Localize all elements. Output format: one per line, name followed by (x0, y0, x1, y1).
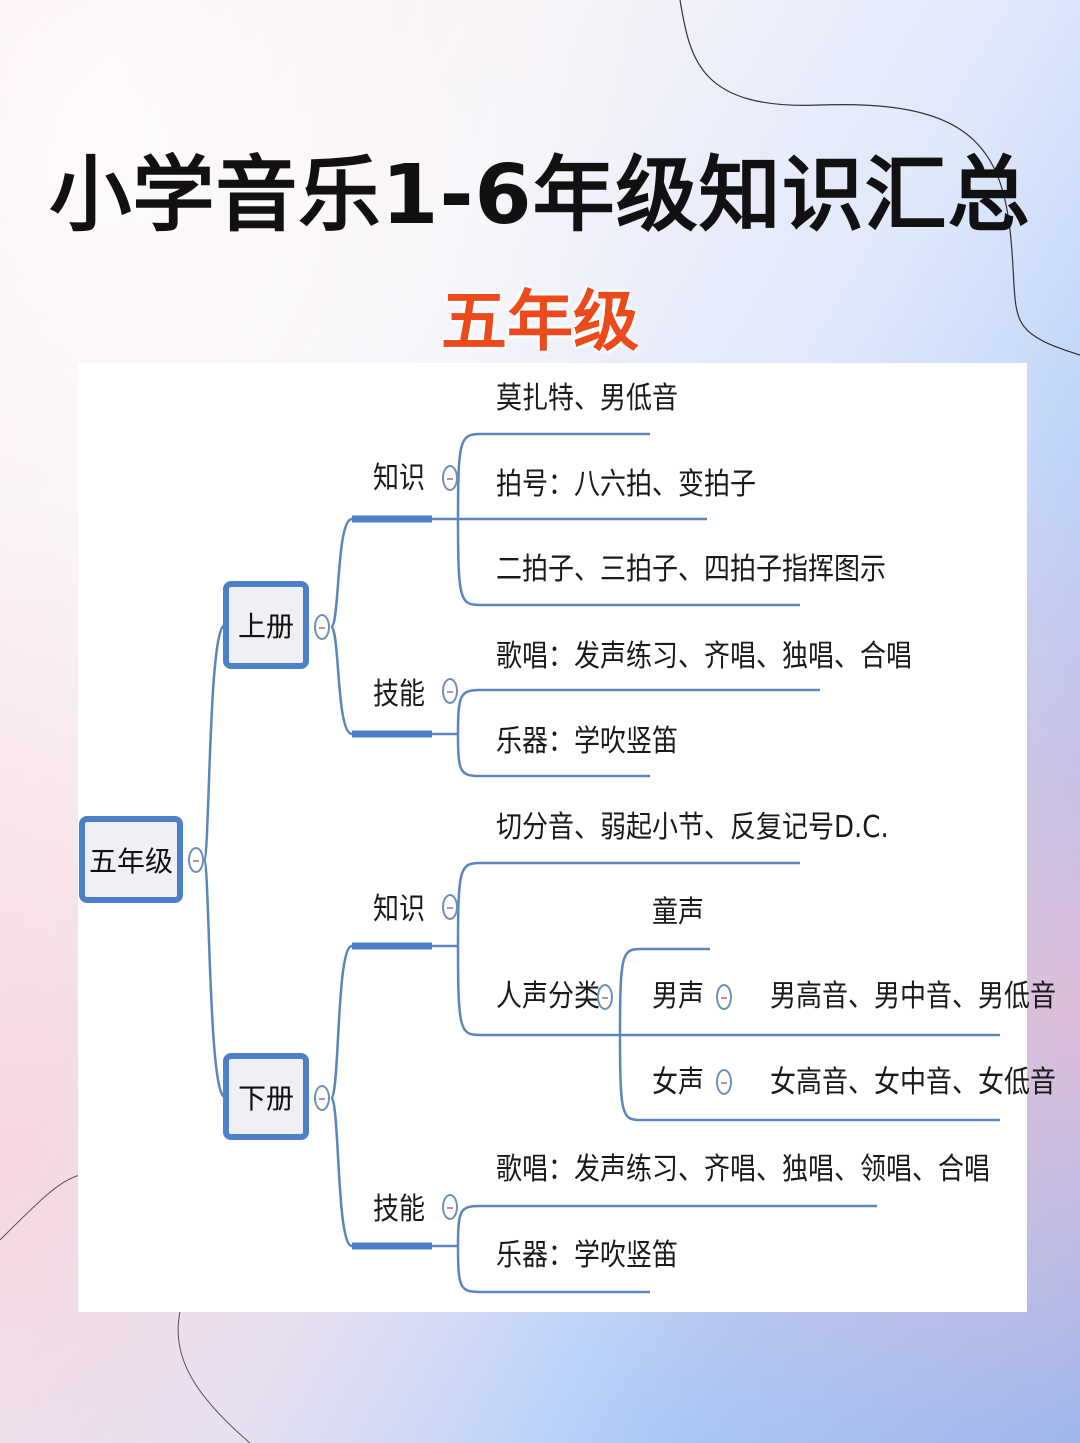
leaf-item[interactable]: 乐器：学吹竖笛 (496, 724, 679, 760)
leaf-item[interactable]: 乐器：学吹竖笛 (496, 1238, 679, 1274)
node-volume2[interactable]: 下册 (223, 1053, 309, 1140)
grade-subtitle: 五年级 (441, 283, 639, 360)
mindmap-panel (78, 363, 1027, 1312)
leaf-item[interactable]: 切分音、弱起小节、反复记号D.C. (496, 810, 889, 846)
collapse-toggle-icon[interactable] (442, 465, 458, 491)
collapse-toggle-icon[interactable] (314, 614, 330, 640)
node-female-voice[interactable]: 女声 (652, 1065, 705, 1101)
leaf-item[interactable]: 歌唱：发声练习、齐唱、独唱、领唱、合唱 (496, 1152, 991, 1188)
root-node[interactable]: 五年级 (79, 816, 183, 903)
leaf-item[interactable]: 拍号：八六拍、变拍子 (496, 467, 757, 503)
collapse-toggle-icon[interactable] (188, 847, 204, 873)
node-volume2-knowledge[interactable]: 知识 (373, 892, 426, 928)
collapse-toggle-icon[interactable] (442, 678, 458, 704)
collapse-toggle-icon[interactable] (597, 984, 613, 1010)
leaf-item[interactable]: 女高音、女中音、女低音 (770, 1065, 1057, 1101)
node-voice-classification[interactable]: 人声分类 (496, 979, 601, 1015)
leaf-item[interactable]: 童声 (652, 895, 705, 931)
collapse-toggle-icon[interactable] (442, 1194, 458, 1220)
node-male-voice[interactable]: 男声 (652, 979, 705, 1015)
node-volume1[interactable]: 上册 (223, 581, 309, 669)
node-volume1-skills[interactable]: 技能 (373, 677, 426, 713)
page-title: 小学音乐1-6年级知识汇总 (49, 148, 1031, 243)
node-volume2-skills[interactable]: 技能 (373, 1192, 426, 1228)
collapse-toggle-icon[interactable] (716, 984, 732, 1010)
leaf-item[interactable]: 莫扎特、男低音 (496, 381, 679, 417)
leaf-item[interactable]: 歌唱：发声练习、齐唱、独唱、合唱 (496, 639, 913, 675)
leaf-item[interactable]: 男高音、男中音、男低音 (770, 979, 1057, 1015)
leaf-item[interactable]: 二拍子、三拍子、四拍子指挥图示 (496, 552, 887, 588)
node-volume1-knowledge[interactable]: 知识 (373, 461, 426, 497)
collapse-toggle-icon[interactable] (314, 1085, 330, 1111)
collapse-toggle-icon[interactable] (716, 1069, 732, 1095)
collapse-toggle-icon[interactable] (442, 894, 458, 920)
